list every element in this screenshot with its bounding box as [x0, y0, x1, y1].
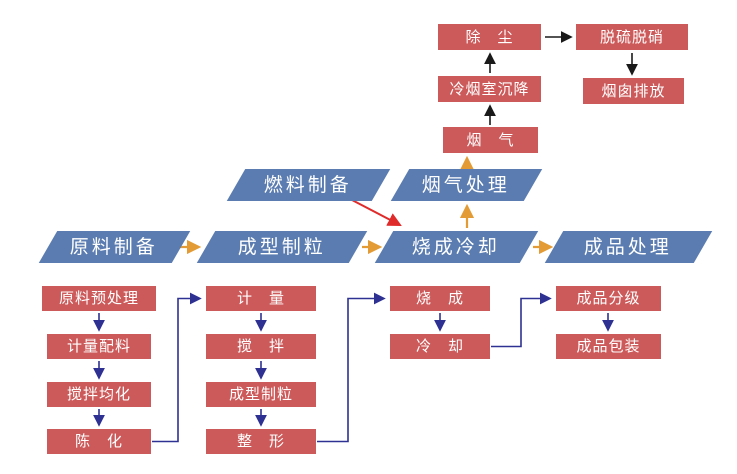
box-desulfurization-denitration-label: 脱硫脱硝: [599, 28, 664, 46]
box-shaping-label: 整 形: [236, 433, 285, 450]
box-shaping: 整 形: [206, 429, 316, 454]
stage-raw-material-prep: 原料制备: [38, 231, 191, 263]
box-forming-granulation-label: 成型制粒: [228, 386, 293, 403]
box-metering: 计 量: [206, 286, 316, 311]
box-flue-gas: 烟 气: [443, 127, 538, 153]
stage-firing-cooling-label: 烧成冷却: [412, 236, 501, 258]
box-aging: 陈 化: [47, 429, 151, 454]
connector-cooling-to-grading: [491, 292, 552, 348]
box-metering-batching: 计量配料: [47, 334, 151, 359]
box-cooling-label: 冷 却: [415, 338, 464, 355]
box-mixing: 搅 拌: [206, 334, 316, 359]
stage-firing-cooling: 烧成冷却: [374, 231, 539, 263]
box-metering-batching-label: 计量配料: [66, 338, 131, 355]
arrow-fuel-prep-to-firing: [351, 199, 402, 226]
box-cooling: 冷 却: [390, 334, 490, 359]
box-mixing-homogenization: 搅拌均化: [47, 382, 151, 407]
box-stack-emission-label: 烟囱排放: [601, 82, 666, 100]
box-product-packaging: 成品包装: [556, 334, 661, 359]
box-product-grading-label: 成品分级: [576, 290, 641, 307]
box-aging-label: 陈 化: [74, 433, 123, 450]
box-mixing-label: 搅 拌: [236, 338, 285, 355]
stage-forming-granulation-label: 成型制粒: [237, 236, 326, 258]
box-product-grading: 成品分级: [556, 286, 661, 311]
stage-raw-material-prep-label: 原料制备: [70, 236, 159, 258]
box-cold-chamber-settling: 冷烟室沉降: [438, 76, 541, 102]
stage-fuel-prep: 燃料制备: [226, 169, 391, 201]
box-desulfurization-denitration: 脱硫脱硝: [576, 24, 688, 50]
box-stack-emission: 烟囱排放: [583, 78, 684, 104]
stage-product-handling-label: 成品处理: [584, 236, 673, 258]
stage-fuel-prep-label: 燃料制备: [264, 174, 353, 196]
box-dust-removal-label: 除 尘: [465, 28, 514, 46]
box-firing: 烧 成: [390, 286, 490, 311]
connector-aging-to-metering: [152, 292, 202, 443]
stage-flue-gas-treatment: 烟气处理: [390, 169, 543, 201]
stage-product-handling: 成品处理: [544, 231, 713, 263]
box-flue-gas-label: 烟 气: [466, 131, 515, 149]
box-firing-label: 烧 成: [415, 290, 464, 307]
stage-flue-gas-treatment-label: 烟气处理: [422, 174, 511, 196]
box-dust-removal: 除 尘: [438, 24, 541, 50]
box-forming-granulation: 成型制粒: [206, 382, 316, 407]
stage-forming-granulation: 成型制粒: [196, 231, 368, 263]
box-cold-chamber-settling-label: 冷烟室沉降: [449, 80, 530, 98]
connector-shaping-to-firing: [317, 292, 386, 443]
box-metering-label: 计 量: [236, 290, 285, 307]
box-product-packaging-label: 成品包装: [576, 338, 641, 355]
box-raw-pretreatment-label: 原料预处理: [58, 290, 139, 307]
box-mixing-homogenization-label: 搅拌均化: [66, 386, 131, 403]
box-raw-pretreatment: 原料预处理: [42, 286, 156, 311]
